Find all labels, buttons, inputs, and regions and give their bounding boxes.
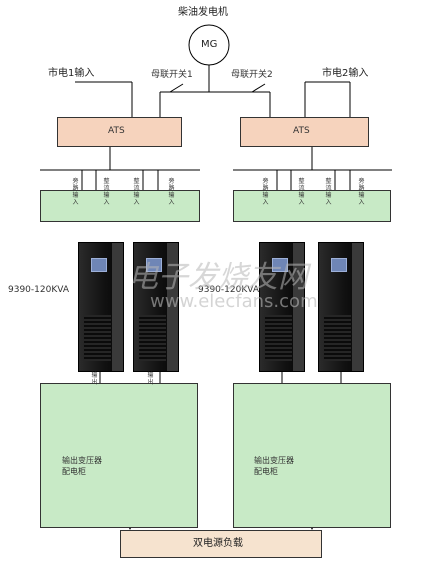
input-left-label: 市电1输入 bbox=[48, 68, 95, 79]
ats-right-label: ATS bbox=[293, 126, 310, 136]
panel-left-label-4: 旁路输入 bbox=[168, 178, 175, 206]
ups-model-right: 9390-120KVA bbox=[198, 285, 259, 295]
generator-symbol-label: MG bbox=[201, 39, 218, 50]
output-breaker-label-1: 输出 bbox=[91, 372, 98, 386]
panel-left-label-2: 整流输入 bbox=[103, 178, 110, 206]
input-panel-left bbox=[40, 190, 200, 222]
watermark-url: www.elecfans.com bbox=[150, 291, 318, 312]
ats-left: ATS bbox=[57, 117, 182, 147]
ups-side-panel bbox=[292, 243, 304, 371]
tie-switch-right-label: 母联开关2 bbox=[231, 70, 273, 80]
panel-right-label-1: 旁路输入 bbox=[262, 178, 269, 206]
output-cabinet-left bbox=[40, 383, 198, 528]
watermark-cn: 电子发烧友网 bbox=[128, 260, 308, 295]
ups-cabinet-3 bbox=[259, 242, 305, 372]
panel-right-label-4: 旁路输入 bbox=[358, 178, 365, 206]
ups-vent bbox=[84, 314, 111, 361]
ups-model-left: 9390-120KVA bbox=[8, 285, 69, 295]
output-cabinet-left-label: 输出变压器 配电柜 bbox=[62, 456, 102, 476]
ups-display bbox=[272, 258, 288, 272]
ups-side-panel bbox=[166, 243, 178, 371]
ups-side-panel bbox=[111, 243, 123, 371]
ups-vent bbox=[139, 314, 166, 361]
output-breaker-label-2: 输出 bbox=[147, 372, 154, 386]
ups-cabinet-4 bbox=[318, 242, 364, 372]
panel-right-label-2: 整流输入 bbox=[298, 178, 305, 206]
input-panel-right bbox=[233, 190, 391, 222]
ups-vent bbox=[265, 314, 292, 361]
output-cabinet-right bbox=[233, 383, 391, 528]
load-label: 双电源负载 bbox=[193, 538, 243, 549]
panel-left-label-3: 整流输入 bbox=[133, 178, 140, 206]
ups-display bbox=[331, 258, 347, 272]
ups-vent bbox=[324, 314, 351, 361]
ats-left-label: ATS bbox=[108, 126, 125, 136]
output-cabinet-right-label: 输出变压器 配电柜 bbox=[254, 456, 294, 476]
tie-switch-left-blade bbox=[169, 83, 184, 93]
ups-cabinet-1 bbox=[78, 242, 124, 372]
ups-display bbox=[146, 258, 162, 272]
panel-right-label-3: 整流输入 bbox=[325, 178, 332, 206]
panel-left-label-1: 旁路输入 bbox=[72, 178, 79, 206]
ups-side-panel bbox=[351, 243, 363, 371]
ats-right: ATS bbox=[240, 117, 369, 147]
generator-title: 柴油发电机 bbox=[178, 7, 228, 18]
tie-switch-left-label: 母联开关1 bbox=[151, 70, 193, 80]
ups-cabinet-2 bbox=[133, 242, 179, 372]
tie-switch-right-blade bbox=[251, 83, 266, 93]
ups-display bbox=[91, 258, 107, 272]
input-right-label: 市电2输入 bbox=[322, 68, 369, 79]
load-box: 双电源负载 bbox=[120, 530, 322, 558]
